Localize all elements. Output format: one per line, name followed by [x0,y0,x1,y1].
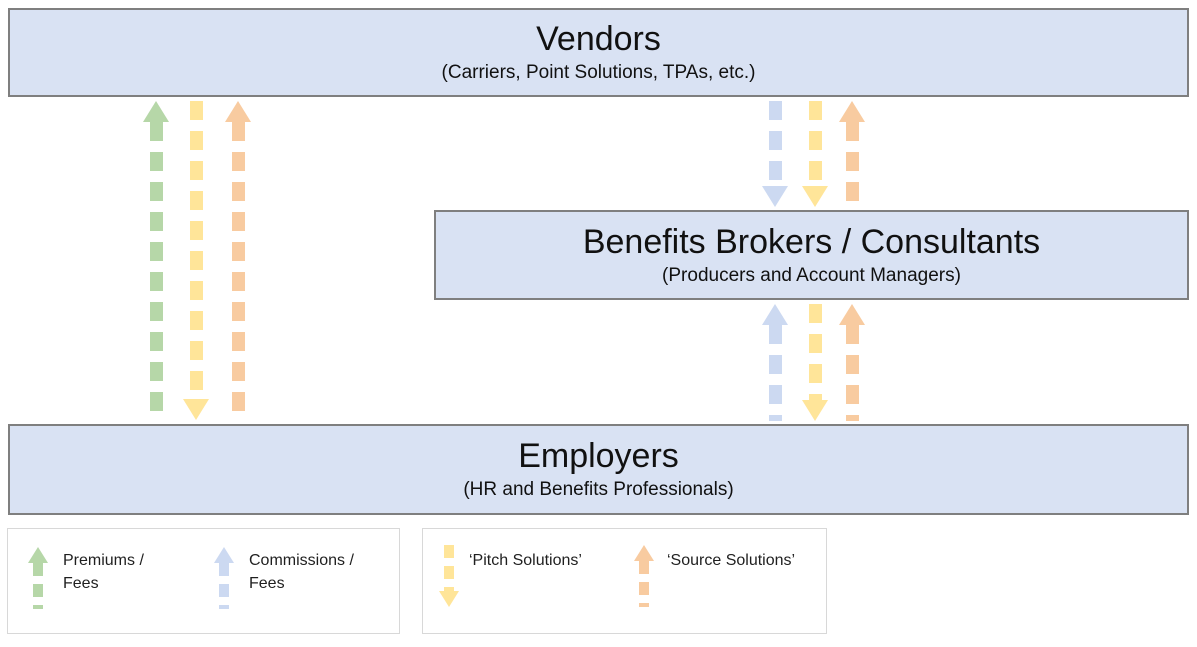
employers-box: Employers (HR and Benefits Professionals… [8,424,1189,515]
pitch-solutions-arrow-vendors-to-brokers-icon [802,101,828,207]
arrow-head [839,304,865,325]
arrow-head [762,186,788,207]
legend-pitch-label: ‘Pitch Solutions’ [469,549,582,572]
arrow-shaft [219,563,229,609]
legend-solutions-flows: ‘Pitch Solutions’ ‘Source Solutions’ [422,528,827,634]
arrow-shaft [444,545,454,591]
legend-commissions-line2: Fees [249,575,285,592]
legend-pitch-text: ‘Pitch Solutions’ [469,552,582,569]
pitch-solutions-arrow-brokers-to-employers-icon [802,304,828,421]
legend-source-arrow-icon [634,545,654,607]
arrow-head [183,399,209,420]
arrow-head [143,101,169,122]
arrow-shaft [845,122,859,207]
legend-pitch-arrow-icon [439,545,459,607]
arrow-shaft [33,563,43,609]
legend-commissions-line1: Commissions / [249,552,354,569]
commissions-fees-arrow-vendors-to-brokers-icon [762,101,788,207]
legend-commissions-arrow-icon [214,547,234,609]
employers-title: Employers [518,437,679,475]
brokers-title: Benefits Brokers / Consultants [582,222,1041,261]
arrow-head [802,400,828,421]
arrow-shaft [808,304,822,400]
commissions-fees-arrow-employers-to-brokers-icon [762,304,788,421]
arrow-head [214,547,234,563]
arrow-shaft [845,325,859,421]
premiums-fees-arrow-employers-to-vendors-icon [143,101,169,420]
arrow-shaft [189,101,203,399]
arrow-head [28,547,48,563]
legend-premiums-arrow-icon [28,547,48,609]
arrow-head [634,545,654,561]
arrow-shaft [808,101,822,186]
legend-premiums-line2: Fees [63,575,99,592]
vendors-subtitle: (Carriers, Point Solutions, TPAs, etc.) [441,62,756,83]
brokers-subtitle: (Producers and Account Managers) [662,264,961,286]
arrow-head [762,304,788,325]
source-solutions-arrow-employers-to-vendors-icon [225,101,251,420]
arrow-shaft [768,101,782,186]
pitch-solutions-arrow-vendors-to-employers-icon [183,101,209,420]
legend-commissions-label: Commissions / Fees [249,549,354,595]
arrow-head [439,591,459,607]
legend-premiums-label: Premiums / Fees [63,549,144,595]
source-solutions-arrow-brokers-to-vendors-icon [839,101,865,207]
arrow-shaft [639,561,649,607]
vendors-title: Vendors [536,20,661,58]
employers-subtitle: (HR and Benefits Professionals) [463,479,734,500]
arrow-head [802,186,828,207]
vendors-box: Vendors (Carriers, Point Solutions, TPAs… [8,8,1189,97]
arrow-shaft [768,325,782,421]
arrow-head [839,101,865,122]
legend-source-label: ‘Source Solutions’ [667,549,795,572]
brokers-box: Benefits Brokers / Consultants (Producer… [434,210,1189,300]
arrow-shaft [231,122,245,420]
arrow-shaft [149,122,163,420]
arrow-head [225,101,251,122]
legend-source-text: ‘Source Solutions’ [667,552,796,569]
legend-financial-flows: Premiums / Fees Commissions / Fees [7,528,400,634]
legend-premiums-line1: Premiums / [63,552,144,569]
source-solutions-arrow-employers-to-brokers-icon [839,304,865,421]
